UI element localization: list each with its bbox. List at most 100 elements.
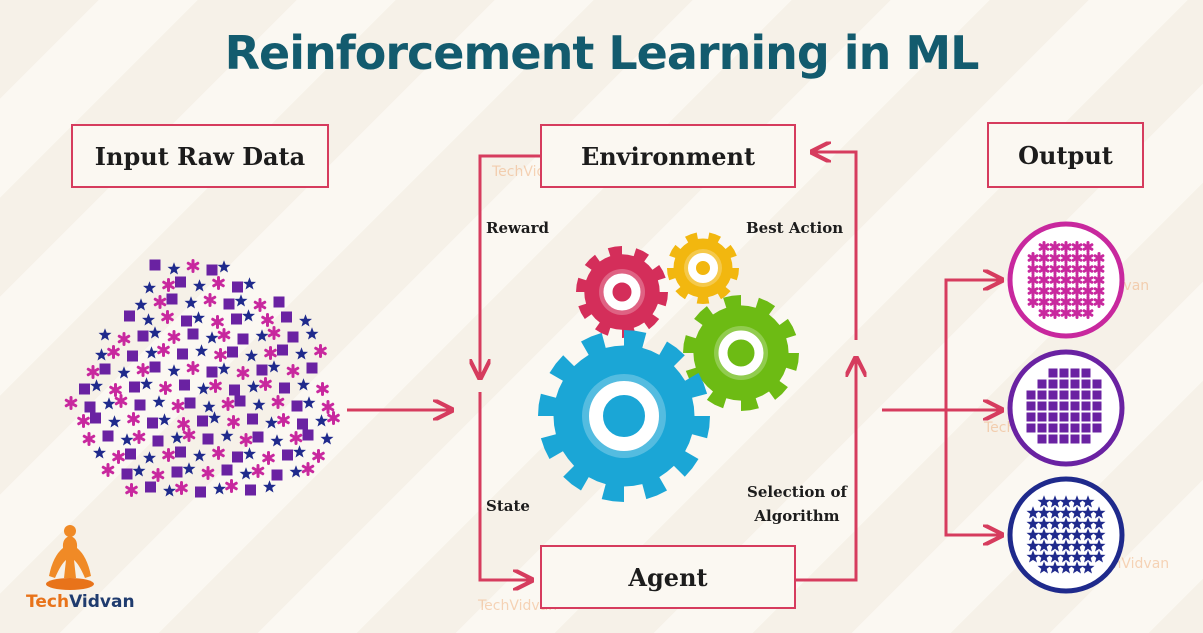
asterisk-icon xyxy=(1060,307,1072,319)
environment-label: Environment xyxy=(580,141,756,171)
asterisk-icon xyxy=(151,468,165,482)
square-icon xyxy=(227,346,238,358)
asterisk-icon xyxy=(239,433,253,447)
star-icon xyxy=(163,484,176,497)
star-icon xyxy=(195,344,208,357)
square-icon xyxy=(1081,412,1091,422)
asterisk-icon xyxy=(1082,285,1094,297)
star-icon xyxy=(134,298,148,311)
star-icon xyxy=(242,309,255,322)
star-icon xyxy=(1070,539,1084,552)
agent-label: Agent xyxy=(628,562,708,592)
square-icon xyxy=(302,429,314,441)
asterisk-icon xyxy=(1038,241,1050,253)
asterisk-icon xyxy=(1060,285,1072,297)
agent-box: Agent xyxy=(540,545,796,609)
asterisk-icon xyxy=(1049,296,1061,308)
star-icon xyxy=(167,364,181,377)
star-icon xyxy=(152,395,166,408)
asterisk-icon xyxy=(112,450,125,464)
square-icon xyxy=(129,381,140,393)
asterisk-icon xyxy=(1038,263,1050,275)
asterisk-icon xyxy=(1093,263,1105,275)
square-icon xyxy=(184,397,196,409)
star-icon xyxy=(145,346,158,359)
square-icon xyxy=(99,363,111,375)
star-icon xyxy=(1059,539,1073,552)
selection-line-2: Algorithm xyxy=(754,507,840,525)
gears-group xyxy=(538,232,799,502)
star-icon xyxy=(1048,550,1062,563)
square-icon xyxy=(1037,434,1047,444)
output-box: Output xyxy=(987,122,1144,188)
star-icon xyxy=(117,366,131,379)
square-icon xyxy=(237,333,249,345)
square-icon xyxy=(137,330,149,342)
asterisk-icon xyxy=(286,364,300,378)
asterisk-icon xyxy=(77,414,90,428)
star-icon xyxy=(1026,517,1040,530)
selection-line-1: Selection of xyxy=(747,483,847,501)
star-icon xyxy=(95,348,108,361)
square-icon xyxy=(125,448,136,460)
asterisk-icon xyxy=(316,382,329,396)
square-icon xyxy=(1026,423,1036,433)
asterisk-icon xyxy=(1060,263,1072,275)
watermark: TechVidvan xyxy=(478,598,558,614)
star-icon xyxy=(1048,528,1062,541)
star-icon xyxy=(1059,528,1073,541)
star-icon xyxy=(1037,561,1051,574)
asterisk-icon xyxy=(175,481,188,495)
square-icon xyxy=(171,466,183,478)
star-icon xyxy=(170,431,184,444)
square-icon xyxy=(1092,412,1102,422)
asterisk-icon xyxy=(1082,307,1094,319)
square-icon xyxy=(206,264,218,276)
asterisk-icon xyxy=(1093,252,1105,264)
star-icon xyxy=(1081,561,1095,574)
square-icon xyxy=(181,315,192,327)
star-icon xyxy=(197,382,210,395)
star-icon xyxy=(1070,550,1084,563)
star-icon xyxy=(1070,517,1084,530)
asterisk-icon xyxy=(261,313,274,327)
square-icon xyxy=(1048,434,1058,444)
square-icon xyxy=(1059,434,1069,444)
asterisk-icon xyxy=(157,343,170,357)
best-action-label: Best Action xyxy=(746,219,844,237)
star-icon xyxy=(247,380,260,393)
asterisk-icon xyxy=(162,448,175,462)
star-icon xyxy=(1026,506,1040,519)
asterisk-icon xyxy=(64,396,78,410)
asterisk-icon xyxy=(161,310,174,324)
square-icon xyxy=(232,451,243,463)
environment-box: Environment xyxy=(540,124,796,188)
square-icon xyxy=(234,395,246,407)
asterisk-icon xyxy=(1060,274,1072,286)
asterisk-icon xyxy=(209,379,222,393)
brand-part-b: Vidvan xyxy=(69,592,135,612)
star-icon xyxy=(299,314,312,327)
square-icon xyxy=(179,379,190,391)
asterisk-icon xyxy=(1093,285,1105,297)
output-branch-bottom xyxy=(944,410,1002,535)
asterisk-icon xyxy=(1093,296,1105,308)
asterisk-icon xyxy=(264,346,277,360)
brand-part-a: Tech xyxy=(26,592,70,612)
asterisk-icon xyxy=(251,464,265,478)
square-icon xyxy=(1081,434,1091,444)
square-icon xyxy=(202,433,214,445)
asterisk-icon xyxy=(125,483,138,497)
asterisk-icon xyxy=(1071,296,1083,308)
star-icon xyxy=(1070,528,1084,541)
asterisk-icon xyxy=(1082,296,1094,308)
square-icon xyxy=(121,468,133,480)
star-icon xyxy=(90,379,103,392)
star-icon xyxy=(1048,506,1062,519)
asterisk-icon xyxy=(1049,252,1061,264)
star-icon xyxy=(267,360,281,373)
algorithm-arrow xyxy=(796,358,856,582)
asterisk-icon xyxy=(1038,307,1050,319)
asterisk-icon xyxy=(1027,296,1039,308)
